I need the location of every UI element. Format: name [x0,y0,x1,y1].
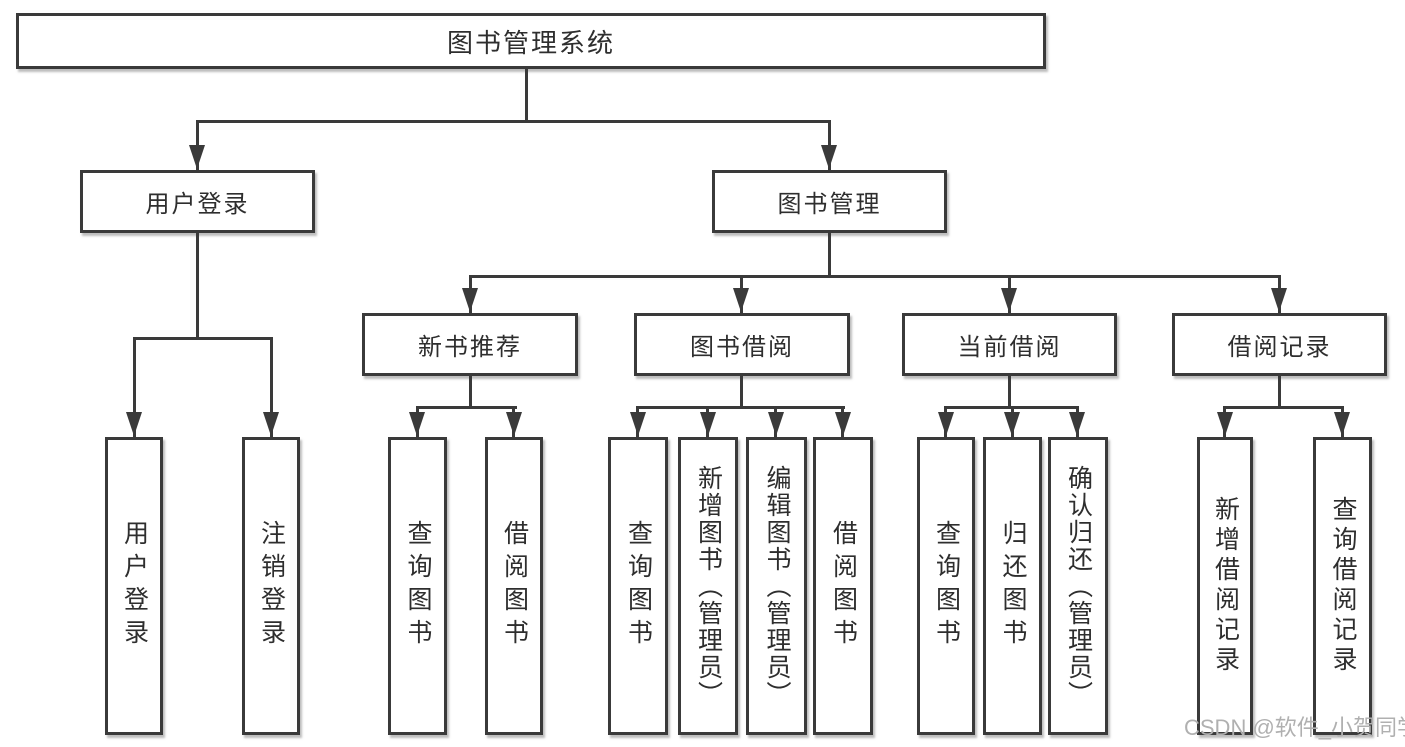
arrow-down-icon [1004,412,1020,436]
arrow-down-icon [1001,288,1017,312]
node-book-borrow: 图书借阅 [634,313,850,376]
arrow-down-icon [1217,412,1233,436]
arrow-down-icon [1069,412,1085,436]
connector-line [196,120,831,123]
leaf-borrow-add-books-admin: 新增图书（管理员） [678,437,738,735]
connector-line [1278,376,1281,406]
node-new-book-recommend: 新书推荐 [362,313,578,376]
arrow-down-icon [938,412,954,436]
leaf-borrow-borrow-books: 借阅图书 [813,437,873,735]
arrow-down-icon [1271,288,1287,312]
connector-line [1008,376,1011,406]
arrow-down-icon [1334,412,1350,436]
connector-line [1223,406,1344,409]
arrow-down-icon [768,412,784,436]
leaf-record-add-borrow-record: 新增借阅记录 [1197,437,1253,735]
connector-line [133,337,136,437]
node-user-login: 用户登录 [80,170,315,233]
arrow-down-icon [126,412,142,436]
leaf-newbook-borrow-books: 借阅图书 [485,437,543,735]
watermark: CSDN @软件_小贺同学 [1184,715,1405,740]
arrow-down-icon [263,412,279,436]
connector-line [270,337,273,437]
node-borrow-record: 借阅记录 [1172,313,1387,376]
connector-line [416,406,517,409]
leaf-logout-login: 注销登录 [242,437,300,735]
leaf-current-confirm-return-admin: 确认归还（管理员） [1048,437,1108,735]
connector-line [196,233,199,337]
arrow-down-icon [462,288,478,312]
arrow-down-icon [835,412,851,436]
leaf-user-login: 用户登录 [105,437,163,735]
arrow-down-icon [506,412,522,436]
node-book-management: 图书管理 [712,170,947,233]
arrow-down-icon [189,145,205,169]
arrow-down-icon [700,412,716,436]
leaf-record-query-borrow-record: 查询借阅记录 [1313,437,1372,735]
arrow-down-icon [409,412,425,436]
node-library-system: 图书管理系统 [16,13,1046,69]
connector-line [133,337,273,340]
node-current-borrow: 当前借阅 [902,313,1117,376]
connector-line [469,275,1281,278]
connector-line [636,406,845,409]
leaf-current-query-books: 查询图书 [917,437,975,735]
connector-line [525,69,528,120]
leaf-borrow-edit-books-admin: 编辑图书（管理员） [746,437,807,735]
leaf-current-return-books: 归还图书 [983,437,1042,735]
arrow-down-icon [733,288,749,312]
connector-line [828,233,831,275]
leaf-newbook-query-books: 查询图书 [388,437,447,735]
connector-line [740,376,743,406]
arrow-down-icon [821,145,837,169]
arrow-down-icon [630,412,646,436]
leaf-borrow-query-books: 查询图书 [608,437,668,735]
connector-line [469,376,472,406]
